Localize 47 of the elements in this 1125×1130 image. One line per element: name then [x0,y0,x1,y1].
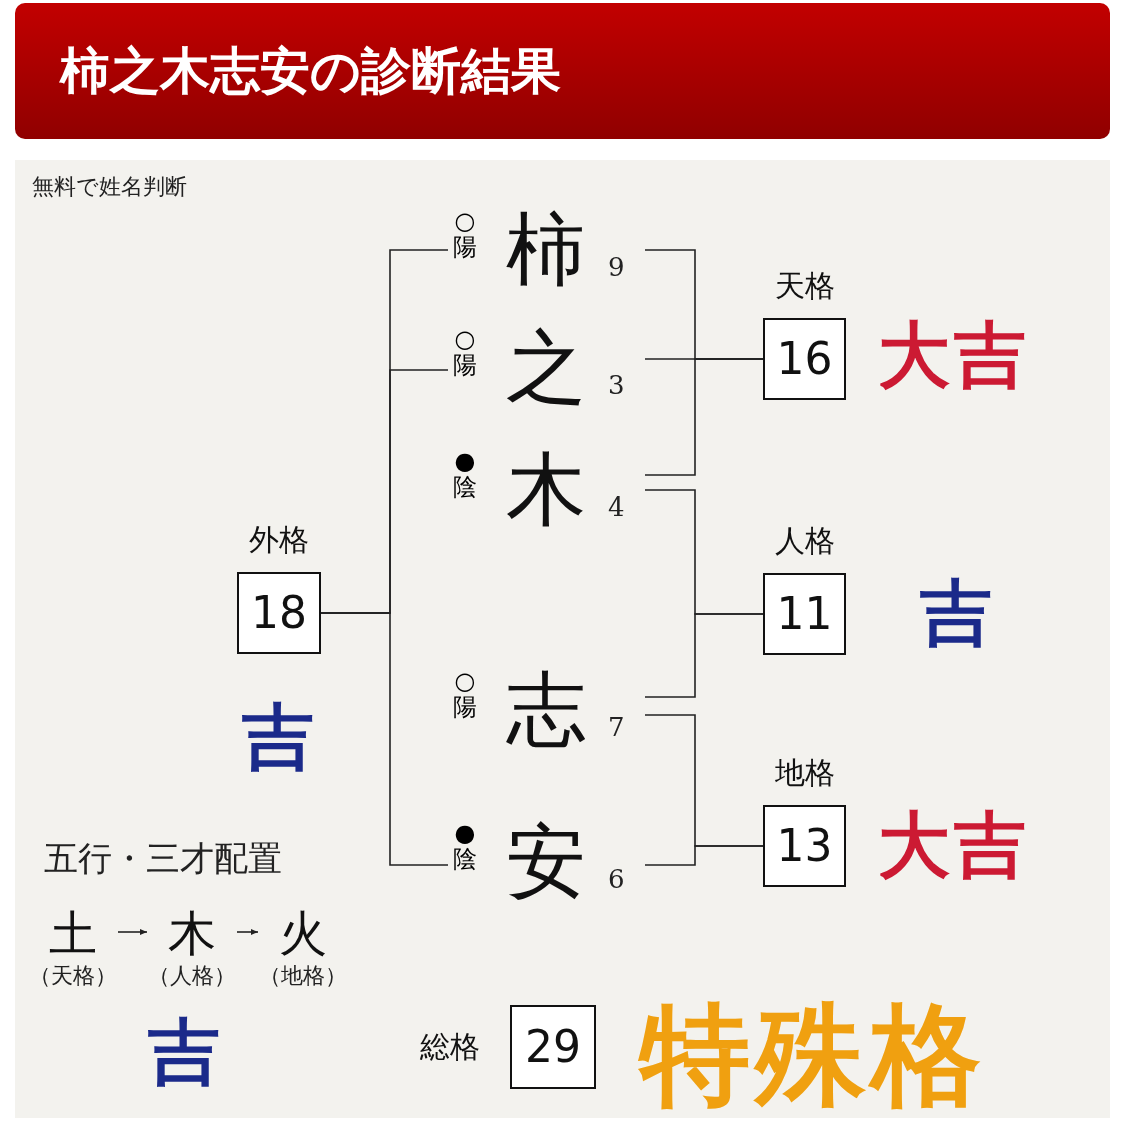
stroke-count: 4 [608,492,625,522]
stroke-count: 7 [608,712,625,742]
fortune-score-node [420,1005,596,1089]
fortune-result: 吉 [242,693,318,781]
element-caption: （地格） [258,963,348,989]
fortune-result: 吉 [920,569,996,657]
stroke-count: 9 [608,252,625,282]
title-banner: 柿之木志安の診断結果 [15,3,1110,139]
element-character: 木 [167,905,217,961]
name-character: 志 [506,662,586,758]
name-character: 之 [506,319,586,416]
score-heading: 外格 [248,521,310,559]
arrow [236,929,259,935]
yin-yang-mark: ○陽 [453,325,477,379]
score-box: 18 [237,572,321,654]
fortune-result: 吉 [148,1008,220,1096]
name-character: 柿 [506,202,586,298]
yin-yang-mark: ○陽 [453,208,477,261]
score-box: 13 [763,805,846,887]
element-caption: （天格） [28,963,118,989]
stroke-count: 3 [608,369,625,400]
arrow [117,929,148,935]
fortune-result: 大吉 [878,311,1030,399]
connector-line [320,612,449,866]
yin-yang-mark: ●陰 [453,448,477,501]
score-heading: 天格 [773,267,836,305]
score-heading: 地格 [773,754,836,792]
name-character: 木 [506,442,586,538]
score-heading: 総格 [420,1028,480,1066]
stroke-count: 6 [608,864,625,894]
caption-text: 無料で姓名判断 [32,173,187,201]
element-character: 火 [278,905,328,961]
score-box: 16 [763,318,846,400]
yin-yang-mark: ○陽 [453,668,477,721]
score-box: 29 [510,1005,596,1089]
fortune-result: 大吉 [878,801,1030,889]
connector-line [644,845,764,866]
score-box: 11 [763,573,846,655]
connector-line [644,613,764,698]
name-character: 安 [506,814,586,910]
section-heading: 五行・三才配置 [44,837,282,880]
score-heading: 人格 [773,522,836,560]
element-caption: （人格） [147,963,237,989]
fortune-result: 特殊格 [640,989,987,1121]
element-character: 土 [48,905,98,961]
connector-line [644,358,764,476]
yin-yang-mark: ●陰 [453,820,477,873]
